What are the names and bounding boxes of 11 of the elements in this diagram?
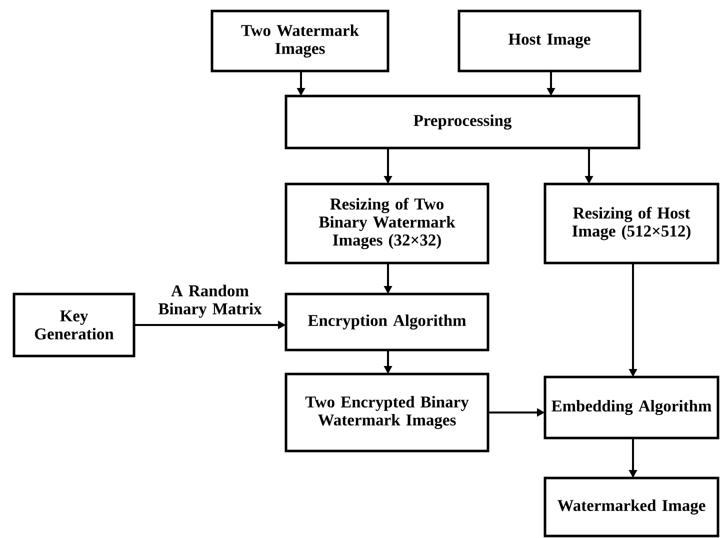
process-box: Resizing of Two Binary Watermark Images (32×32) <box>284 182 490 264</box>
process-box: Two Watermark Images <box>210 10 390 72</box>
process-box: Key Generation <box>12 292 136 358</box>
process-box: Preprocessing <box>284 94 640 150</box>
process-box: Two Encrypted Binary Watermark Images <box>284 372 490 452</box>
process-box: Watermarked Image <box>544 476 720 538</box>
process-box: Resizing of Host Image (512×512) <box>544 182 720 264</box>
process-box: Host Image <box>458 10 642 72</box>
edge-label: A Random Binary Matrix <box>149 284 271 319</box>
process-box: Embedding Algorithm <box>544 376 720 440</box>
process-box: Encryption Algorithm <box>284 292 490 352</box>
